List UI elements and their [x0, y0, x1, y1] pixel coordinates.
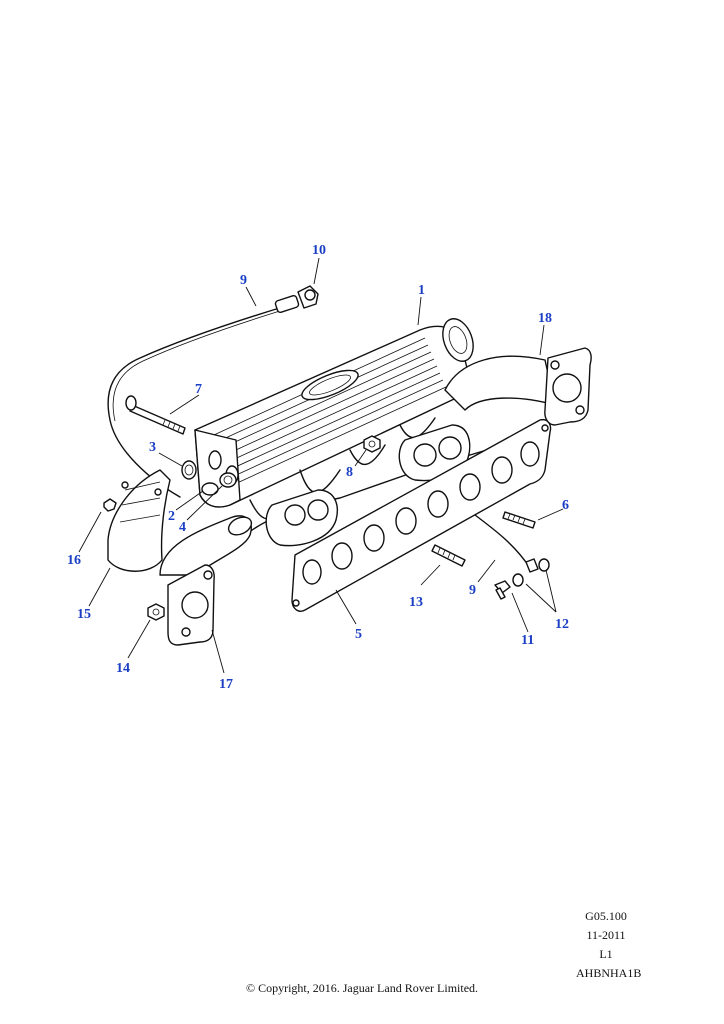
screw-16 — [103, 498, 117, 512]
callout-13: 13 — [409, 595, 423, 610]
intake-plenum — [194, 318, 474, 520]
drawing-level: L1 — [599, 947, 613, 961]
leader-lines — [78, 257, 564, 674]
fitting-4 — [219, 472, 237, 488]
stud-13 — [431, 544, 466, 567]
heat-shield — [107, 469, 171, 572]
callout-4: 4 — [179, 520, 186, 535]
callout-8: 8 — [346, 465, 353, 480]
callout-6: 6 — [562, 498, 569, 513]
drawing-code: G05.100 — [585, 909, 627, 923]
drawing-date: 11-2011 — [586, 928, 626, 942]
callout-10: 10 — [312, 243, 326, 258]
bolt-long — [125, 395, 186, 435]
callout-2: 2 — [168, 509, 175, 524]
callout-14: 14 — [116, 661, 130, 676]
callout-16: 16 — [67, 553, 81, 568]
nut-14 — [147, 603, 165, 621]
callout-labels: 1 2 3 4 5 6 7 8 9 9 10 11 12 13 14 15 16… — [67, 243, 569, 692]
washers-12 — [512, 558, 550, 587]
plug-2 — [201, 482, 219, 496]
callout-5: 5 — [355, 627, 362, 642]
copyright-notice: © Copyright, 2016. Jaguar Land Rover Lim… — [245, 981, 479, 995]
seal-ring-3 — [181, 460, 197, 480]
callout-9-lower: 9 — [469, 583, 476, 598]
runner-flange-left — [265, 489, 338, 547]
drawing-ref: AHBNHA1B — [576, 966, 642, 980]
callout-18: 18 — [538, 311, 552, 326]
manifold-gasket — [291, 418, 552, 612]
callout-17: 17 — [219, 677, 233, 692]
exhaust-pipe-right — [444, 347, 592, 426]
stud-6 — [502, 511, 536, 529]
sensor-cable-upper — [107, 285, 319, 498]
callout-7: 7 — [195, 382, 202, 397]
callout-15: 15 — [77, 607, 91, 622]
exhaust-pipe-left — [159, 515, 253, 646]
sensor-cable-lower — [474, 514, 539, 573]
callout-3: 3 — [149, 440, 156, 455]
callout-1: 1 — [418, 283, 425, 298]
bolt-11 — [494, 580, 511, 600]
nut-8 — [363, 435, 381, 453]
drawing-reference-block: G05.100 11-2011 L1 AHBNHA1B — [576, 907, 642, 983]
callout-12: 12 — [555, 617, 569, 632]
runner-flange-right — [398, 424, 471, 482]
callout-11: 11 — [521, 633, 534, 648]
callout-9-upper: 9 — [240, 273, 247, 288]
